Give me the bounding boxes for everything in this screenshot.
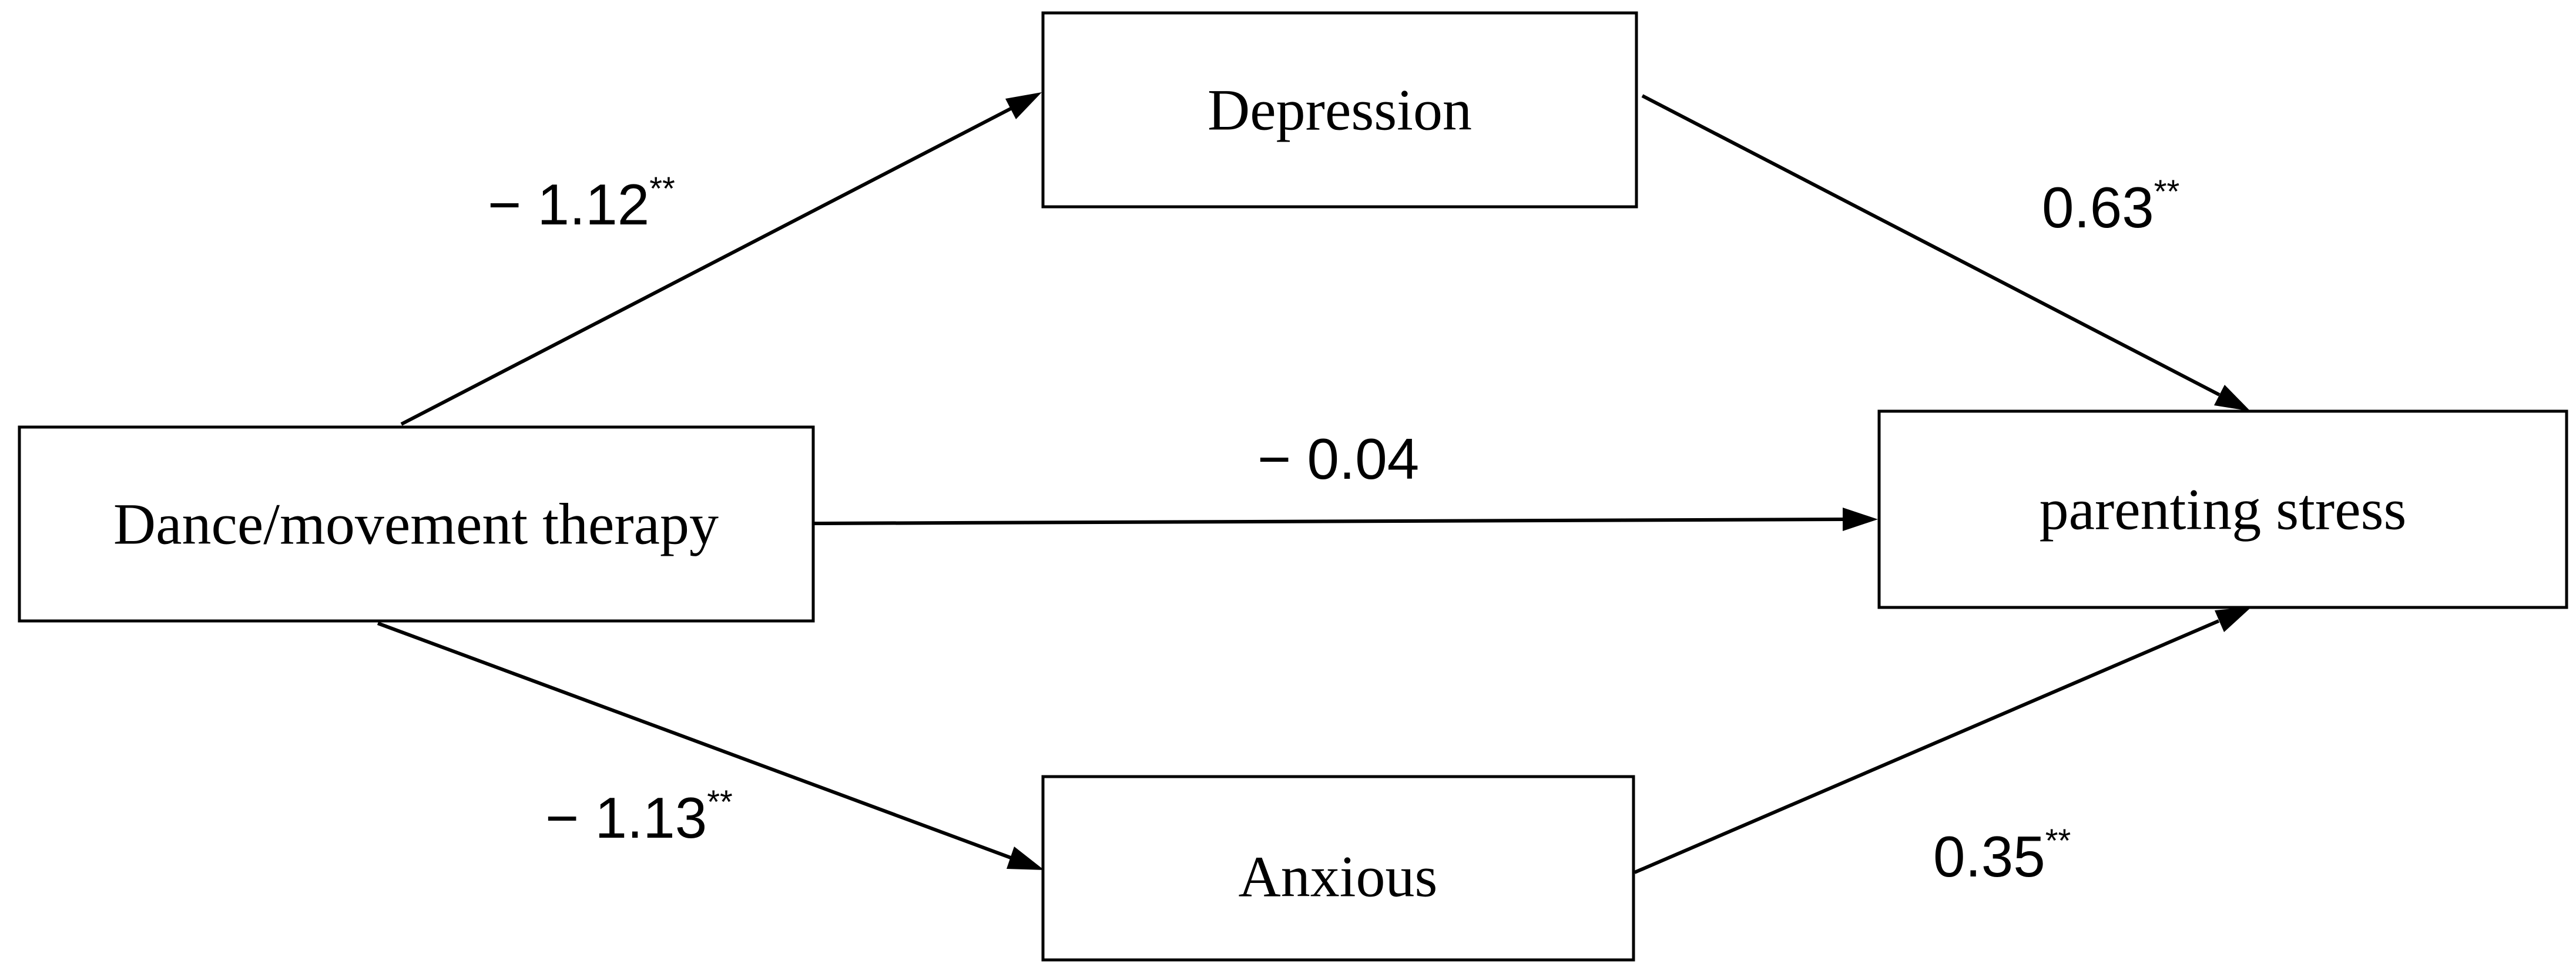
- node-label-depression: Depression: [1208, 78, 1472, 143]
- coef-significance-therapy-to-anxious: **: [707, 783, 733, 820]
- coef-value-therapy-to-anxious: − 1.13: [545, 785, 707, 850]
- arrowhead-anxious-to-stress: [2215, 607, 2252, 632]
- coef-significance-anxious-to-stress: **: [2045, 822, 2071, 859]
- coef-depression-to-stress: 0.63**: [2042, 173, 2179, 240]
- node-label-dance-movement-therapy: Dance/movement therapy: [113, 492, 719, 557]
- node-box-parenting-stress: [1877, 409, 2568, 609]
- coef-value-therapy-to-depression: − 1.12: [488, 172, 649, 237]
- coef-value-therapy-to-stress: − 0.04: [1257, 426, 1419, 491]
- edge-therapy-to-stress: [813, 518, 1843, 525]
- coef-significance-depression-to-stress: **: [2154, 173, 2180, 210]
- edges: [377, 92, 2252, 874]
- node-label-parenting-stress: parenting stress: [2040, 477, 2407, 542]
- arrowhead-therapy-to-depression: [1005, 92, 1042, 119]
- arrowhead-depression-to-stress: [2214, 385, 2250, 411]
- node-parenting-stress: parenting stress: [1877, 409, 2568, 609]
- node-depression: Depression: [1041, 11, 1638, 209]
- node-box-depression: [1041, 11, 1638, 209]
- node-box-dance-movement-therapy: [18, 425, 815, 623]
- edge-therapy-to-anxious: [377, 622, 1012, 859]
- coef-value-depression-to-stress: 0.63: [2042, 175, 2154, 240]
- node-box-anxious: [1041, 775, 1635, 962]
- coef-therapy-to-stress: − 0.04: [1257, 426, 1419, 491]
- coef-therapy-to-anxious: − 1.13**: [545, 783, 733, 850]
- arrowhead-therapy-to-stress: [1843, 508, 1878, 531]
- node-dance-movement-therapy: Dance/movement therapy: [18, 425, 815, 623]
- edge-depression-to-stress: [1641, 94, 2221, 397]
- edge-therapy-to-depression: [400, 107, 1012, 426]
- coef-value-anxious-to-stress: 0.35: [1933, 824, 2045, 889]
- coef-anxious-to-stress: 0.35**: [1933, 822, 2071, 889]
- coef-significance-therapy-to-depression: **: [649, 170, 675, 207]
- node-anxious: Anxious: [1041, 775, 1635, 962]
- coef-therapy-to-depression: − 1.12**: [488, 170, 675, 237]
- arrowhead-therapy-to-anxious: [1007, 847, 1044, 870]
- node-label-anxious: Anxious: [1239, 844, 1438, 909]
- edge-anxious-to-stress: [1634, 619, 2220, 874]
